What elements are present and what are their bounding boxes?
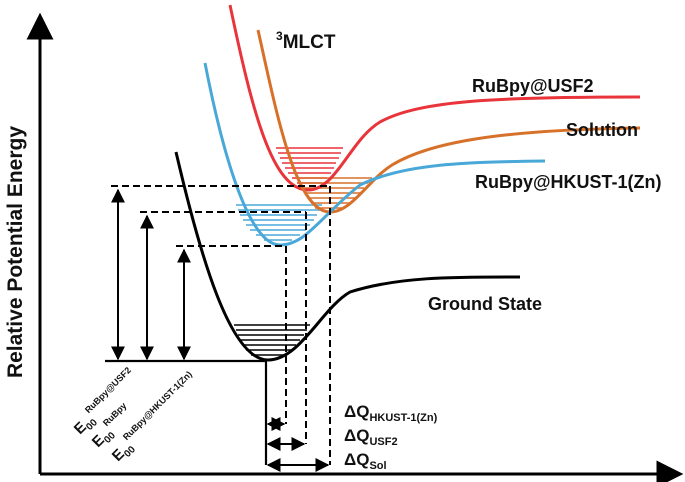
mlct-label: 3MLCT xyxy=(276,29,336,53)
delta-q-arrows xyxy=(266,417,330,472)
e00-arrows xyxy=(111,188,191,361)
dq-sol-label: ΔQSol xyxy=(344,450,387,472)
solution-curve xyxy=(256,29,641,214)
ground-state-label: Ground State xyxy=(428,294,542,314)
mlct-text: MLCT xyxy=(283,32,336,53)
axes xyxy=(26,12,684,482)
ground-curve xyxy=(174,151,521,362)
usf2-label: RuBpy@USF2 xyxy=(472,76,594,96)
dq-usf2-label: ΔQUSF2 xyxy=(344,426,398,448)
solution-label: Solution xyxy=(566,120,638,140)
usf2-curve xyxy=(228,4,641,192)
energy-level-dashes xyxy=(111,185,330,247)
mlct-superscript: 3 xyxy=(276,29,283,43)
hkust-curve xyxy=(203,62,546,247)
hkust-label: RuBpy@HKUST-1(Zn) xyxy=(475,172,662,192)
displacement-dashes xyxy=(285,186,331,465)
hkust-vibrational-levels xyxy=(236,204,322,241)
dq-hkust-label: ΔQHKUST-1(Zn) xyxy=(344,402,438,424)
y-axis-label: Relative Potential Energy xyxy=(4,126,27,378)
ground-vibrational-levels xyxy=(234,324,310,356)
